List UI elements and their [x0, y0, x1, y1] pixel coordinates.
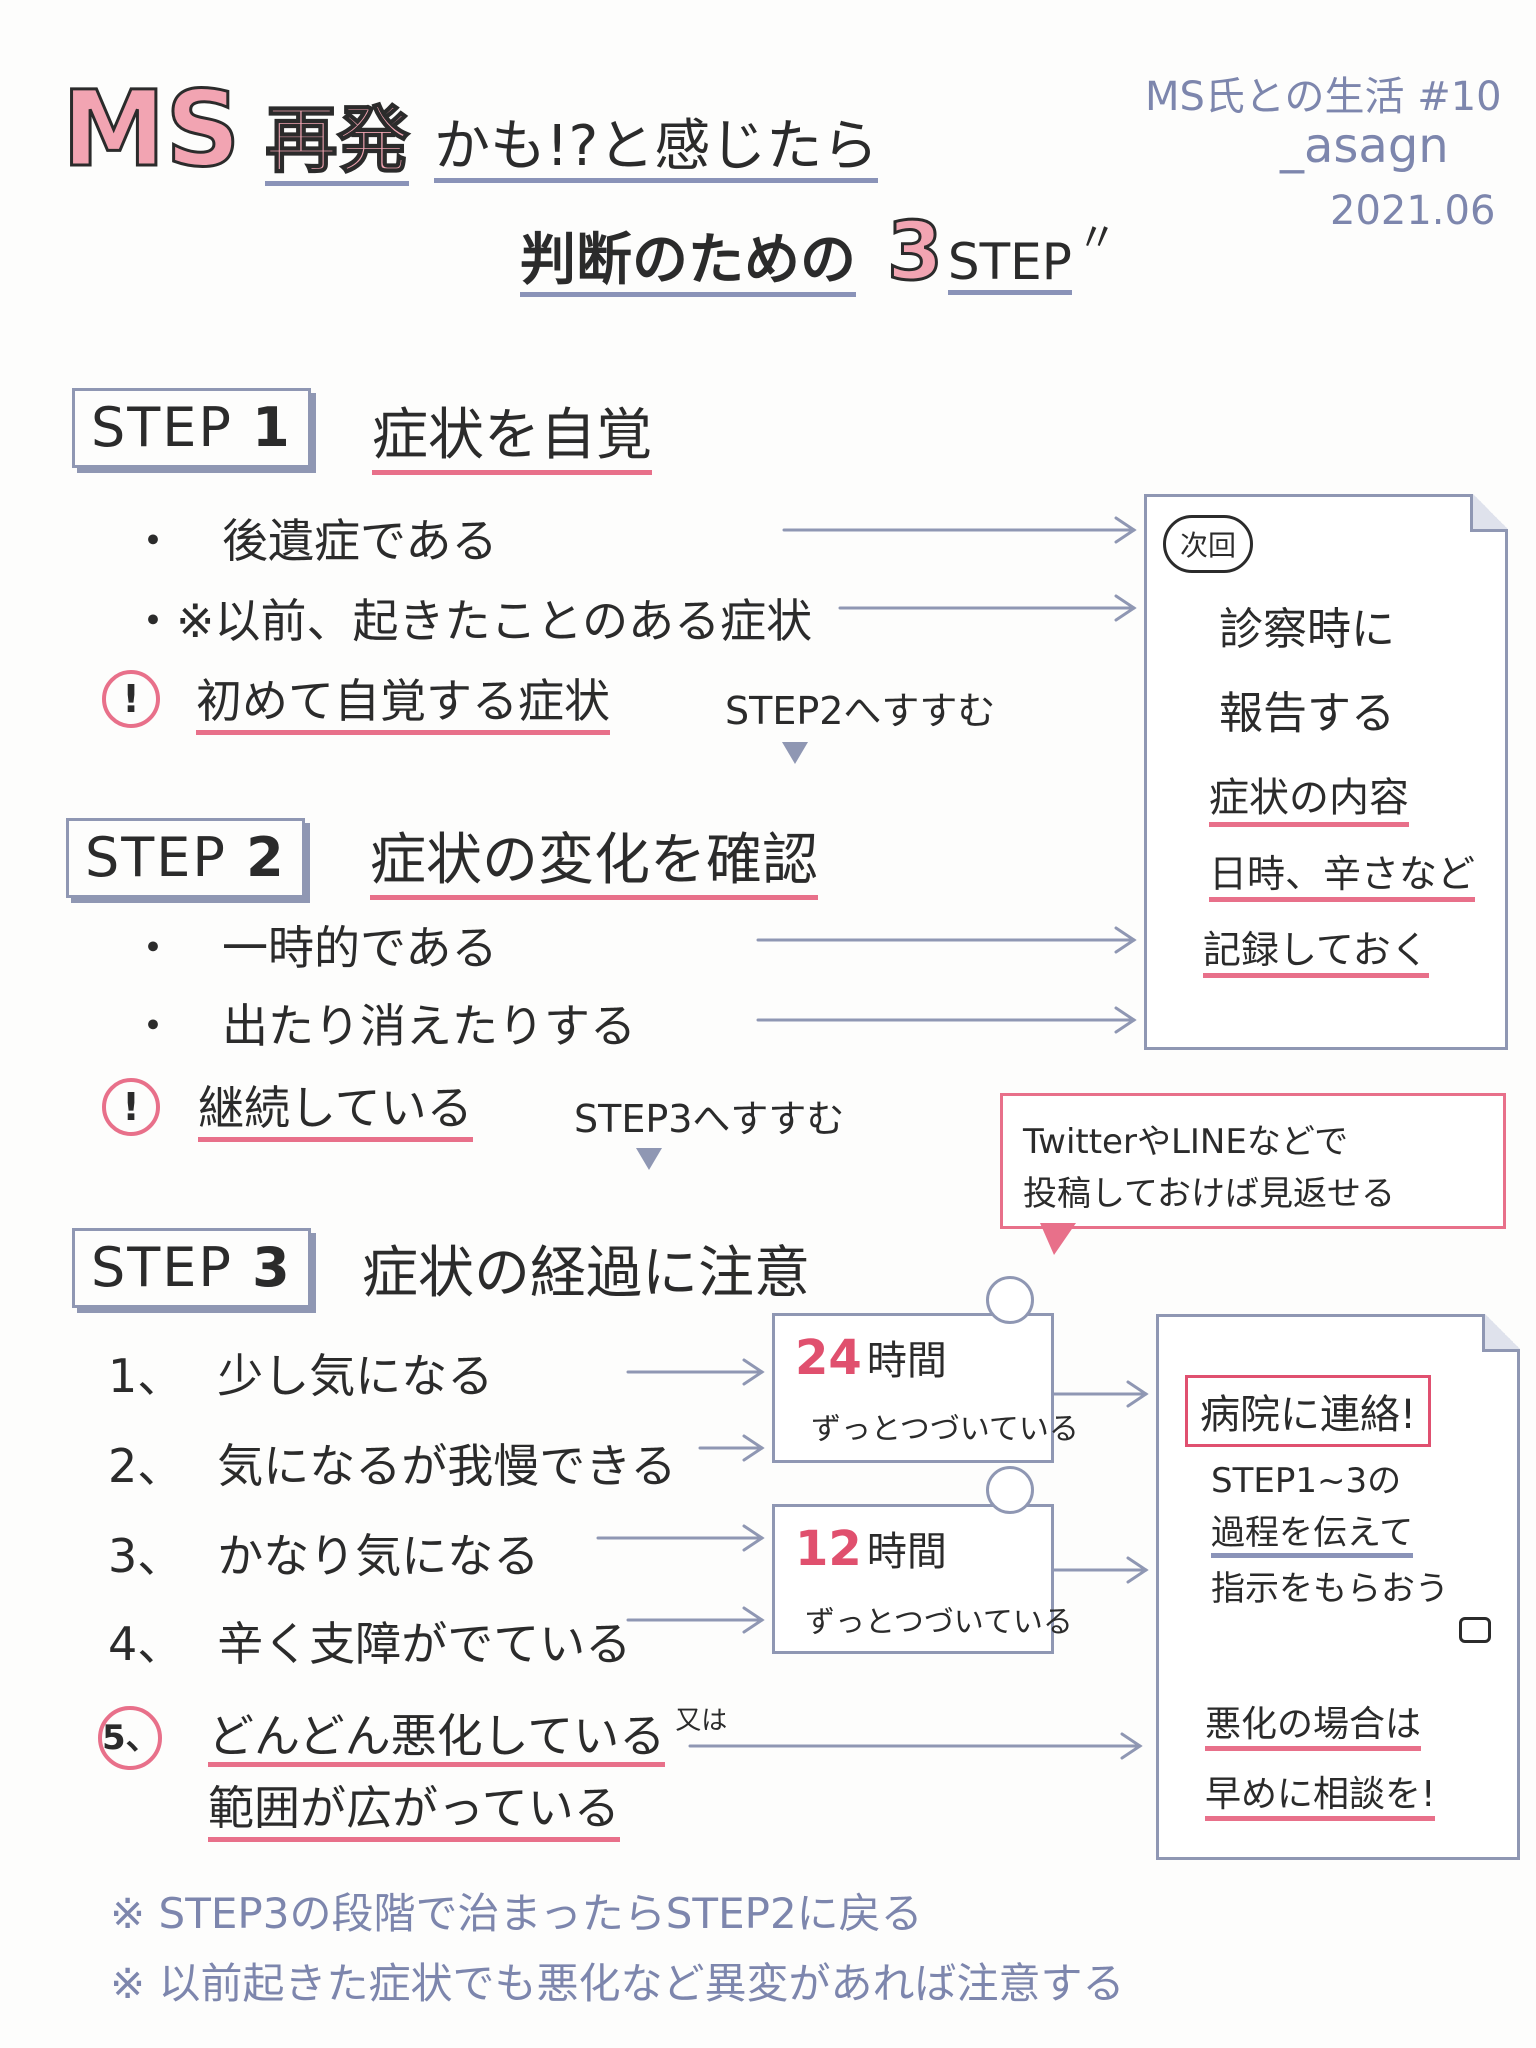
arrow-icon	[688, 1732, 1143, 1760]
step3-item-4: 4、辛く支障がでている	[108, 1617, 632, 1671]
down-arrow-icon	[636, 1148, 662, 1170]
arrow-icon	[698, 1434, 765, 1462]
arrow-icon	[756, 926, 1137, 954]
subtitle-number: 3	[886, 204, 945, 300]
alert-icon: !	[102, 670, 160, 728]
bullet: ・	[130, 921, 176, 975]
note2-line-1: STEP1~3の	[1211, 1461, 1402, 1501]
step2-number: 2	[246, 826, 286, 889]
timer-24h: 24 時間 ずっとつづいている	[772, 1313, 1079, 1463]
tip-bubble: TwitterやLINEなどで 投稿しておけば見返せる	[1000, 1093, 1506, 1229]
note2-line-4: 悪化の場合は	[1205, 1695, 1422, 1753]
step3-item-5-cont: 範囲が広がっている	[208, 1772, 620, 1844]
step2-item-1: ・一時的である	[130, 921, 498, 975]
timer-12h: 12 時間 ずっとつづいている	[772, 1504, 1073, 1654]
note1-line-3: 症状の内容	[1209, 765, 1409, 829]
next-visit-badge: 次回	[1163, 515, 1254, 573]
number-5-badge: 5、	[98, 1706, 162, 1770]
emphasis-marks: 〃	[1076, 215, 1117, 261]
tip-line-1: TwitterやLINEなどで	[1023, 1122, 1349, 1162]
author-label: _asagn	[1280, 118, 1449, 174]
step2-badge: STEP 2	[66, 818, 305, 898]
step2-label: STEP	[85, 826, 227, 889]
note2-line-5: 早めに相談を!	[1205, 1765, 1436, 1823]
phone-icon	[1459, 1617, 1491, 1643]
arrow-icon	[596, 1524, 765, 1552]
bullet: ・	[130, 594, 176, 648]
series-label: MS氏との生活 #10	[1145, 74, 1502, 120]
step2-alert: 継続している	[198, 1072, 473, 1144]
step3-item-5: どんどん悪化している又は	[208, 1700, 727, 1769]
bubble-tail	[1040, 1223, 1076, 1255]
arrow-icon	[1052, 1380, 1149, 1408]
down-arrow-icon	[782, 742, 808, 764]
timer-hours: 12	[795, 1521, 862, 1577]
alert-icon: !	[102, 1078, 160, 1136]
step1-heading: 症状を自覚	[372, 390, 652, 477]
stopwatch-icon	[986, 1466, 1034, 1514]
title-line-2: 判断のための 3 STEP 〃	[520, 204, 1117, 300]
note1-line-1: 診察時に	[1219, 604, 1395, 655]
step1-item-1: ・後遺症である	[130, 514, 498, 568]
note1-line-2: 報告する	[1219, 688, 1395, 739]
timer-hours: 24	[795, 1330, 862, 1386]
title-rest: かも!?と感じたら	[434, 114, 879, 185]
page-fold-icon	[1482, 1314, 1520, 1352]
note1-line-5: 記録しておく	[1203, 919, 1429, 980]
arrow-icon	[782, 516, 1137, 544]
footer-note-1: ※ STEP3の段階で治まったらSTEP2に戻る	[110, 1889, 923, 1938]
subtitle-part1: 判断のための	[520, 228, 856, 299]
step1-label: STEP	[91, 396, 233, 459]
subtitle-part2: STEP	[947, 233, 1072, 297]
title-line-1: MS 再発 かも!?と感じたら	[60, 67, 879, 192]
step2-item-2: ・出たり消えたりする	[130, 999, 636, 1053]
arrow-icon	[756, 1006, 1137, 1034]
timer-desc: ずっとつづいている	[811, 1412, 1079, 1447]
date-label: 2021.06	[1330, 188, 1496, 234]
timer-unit: 時間	[866, 1338, 947, 1384]
arrow-icon	[838, 594, 1137, 622]
step1-item-2: ・※以前、起きたことのある症状	[130, 594, 813, 648]
footer-note-2: ※ 以前起きた症状でも悪化など異変があれば注意する	[110, 1959, 1125, 2008]
arrow-icon	[626, 1358, 765, 1386]
note2-line-2: 過程を伝えて	[1211, 1505, 1414, 1560]
note2-line-3: 指示をもらおう	[1211, 1569, 1449, 1609]
step1-next: STEP2へすすむ	[725, 689, 996, 733]
bullet: ・	[130, 514, 176, 568]
step1-badge: STEP 1	[72, 388, 311, 468]
tip-line-2: 投稿しておけば見返せる	[1023, 1174, 1395, 1214]
step3-item-3: 3、かなり気になる	[108, 1529, 540, 1583]
next-visit-card: 次回 診察時に 報告する 症状の内容 日時、辛さなど 記録しておく	[1144, 494, 1508, 1050]
note1-line-4: 日時、辛さなど	[1209, 843, 1476, 904]
step1-number: 1	[252, 396, 292, 459]
title-ms: MS	[60, 67, 241, 192]
step3-heading: 症状の経過に注意	[362, 1241, 810, 1306]
arrow-icon	[1052, 1556, 1149, 1584]
step3-label: STEP	[91, 1236, 233, 1299]
hospital-card: 病院に連絡! STEP1~3の 過程を伝えて 指示をもらおう 悪化の場合は 早め…	[1156, 1314, 1520, 1860]
hospital-heading: 病院に連絡!	[1185, 1375, 1432, 1447]
timer-unit: 時間	[866, 1529, 947, 1575]
step2-next: STEP3へすすむ	[574, 1097, 845, 1141]
step2-heading: 症状の変化を確認	[370, 815, 818, 902]
step1-alert: 初めて自覚する症状	[196, 665, 610, 737]
step3-item-1: 1、少し気になる	[108, 1349, 494, 1403]
step3-badge: STEP 3	[72, 1228, 311, 1308]
bullet: ・	[130, 999, 176, 1053]
title-saihatsu: 再発	[264, 97, 410, 188]
page-fold-icon	[1470, 494, 1508, 532]
stopwatch-icon	[986, 1276, 1034, 1324]
step3-number: 3	[252, 1236, 292, 1299]
arrow-icon	[626, 1606, 765, 1634]
step3-item-2: 2、気になるが我慢できる	[108, 1439, 677, 1493]
timer-desc: ずっとつづいている	[805, 1605, 1073, 1640]
